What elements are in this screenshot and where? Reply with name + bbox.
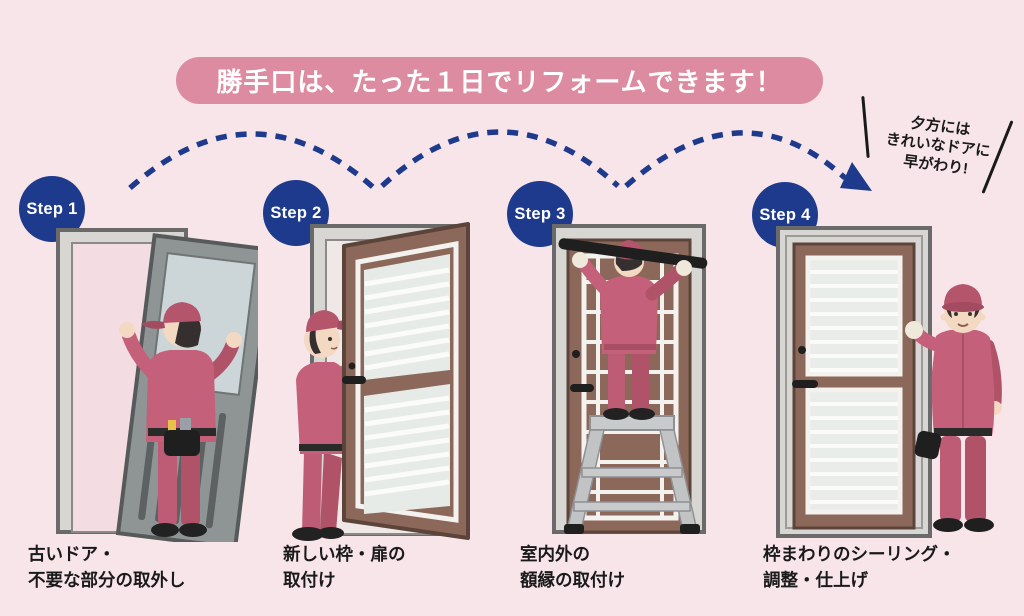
step3-caption-line2: 額縁の取付け <box>520 570 625 591</box>
step4-caption: 枠まわりのシーリング・ 調整・仕上げ <box>763 541 956 594</box>
step2-illustration <box>292 222 470 541</box>
stepladder-icon <box>564 415 700 534</box>
step1-illustration <box>56 228 258 542</box>
step2-caption-line2: 取付け <box>283 570 336 591</box>
arc-step1-step2 <box>128 131 376 191</box>
step4-caption-line2: 調整・仕上げ <box>763 570 868 591</box>
arc-step3-step4 <box>624 130 847 189</box>
step1-caption-line1: 古いドア・ <box>28 544 116 564</box>
step3-badge-label: Step 3 <box>514 204 566 223</box>
step1-caption: 古いドア・ 不要な部分の取外し <box>28 541 186 594</box>
step4-illustration <box>776 226 1002 538</box>
step1-badge-label: Step 1 <box>26 199 78 218</box>
note-text: 夕方には きれいなドアに 早がわり! <box>856 87 1019 205</box>
step3-caption: 室内外の 額縁の取付け <box>520 541 625 594</box>
worker-icon <box>558 238 708 420</box>
new-open-door-icon <box>342 222 470 540</box>
step2-caption-line1: 新しい枠・扉の <box>283 544 406 564</box>
step2-caption: 新しい枠・扉の 取付け <box>283 541 406 594</box>
title-text: 勝手口は、たった１日でリフォームできます！ <box>216 67 783 97</box>
worker-icon <box>119 302 242 537</box>
step3-illustration <box>552 224 708 534</box>
step1-caption-line2: 不要な部分の取外し <box>28 570 186 591</box>
finished-door-icon <box>776 226 932 538</box>
step3-caption-line1: 室内外の <box>520 544 590 564</box>
title-banner: 勝手口は、たった１日でリフォームできます！ <box>176 57 823 104</box>
worker-icon <box>292 310 365 541</box>
step2-badge-label: Step 2 <box>270 203 322 222</box>
arc-step2-step3 <box>380 129 620 189</box>
step4-badge-label: Step 4 <box>759 205 811 224</box>
step4-caption-line1: 枠まわりのシーリング・ <box>763 544 956 564</box>
worker-icon <box>905 284 1002 532</box>
